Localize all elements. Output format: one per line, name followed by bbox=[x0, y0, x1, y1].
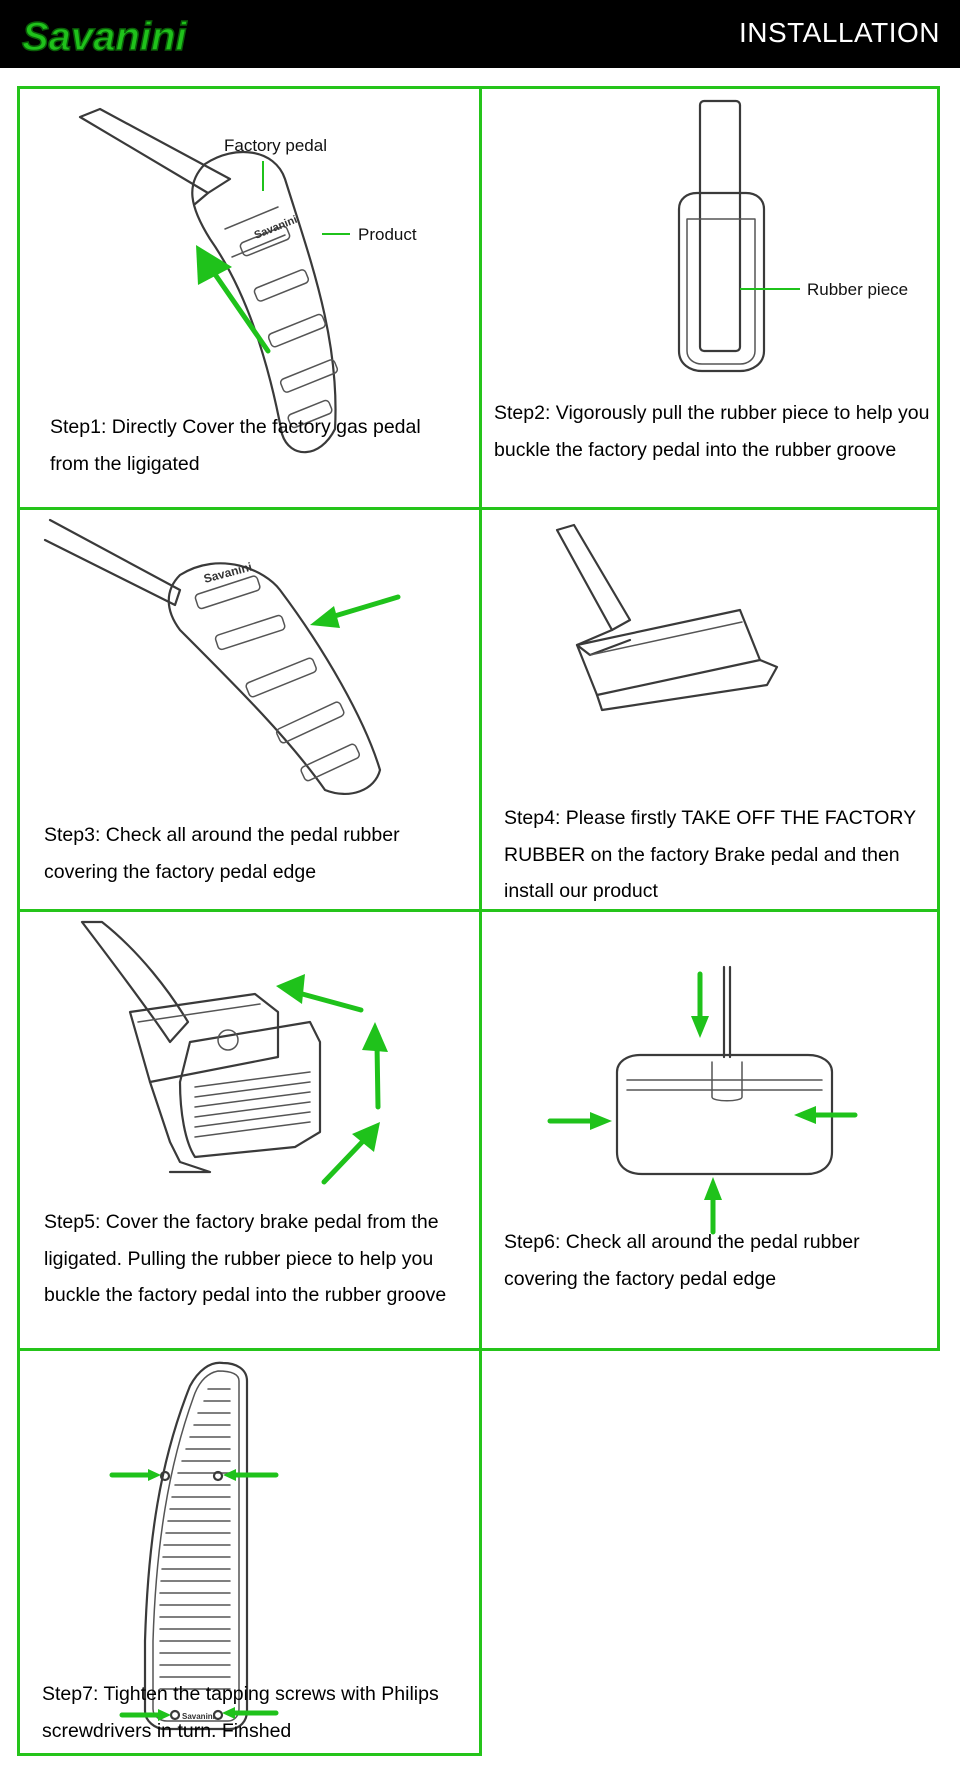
step-7-illustration: Savanini bbox=[109, 1361, 279, 1731]
step-4-text: Step4: Please firstly TAKE OFF THE FACTO… bbox=[504, 807, 916, 902]
label-factory-pedal: Factory pedal bbox=[224, 136, 327, 155]
step-3-text: Step3: Check all around the pedal rubber… bbox=[44, 824, 400, 883]
step-7-panel: Savanini Step7: Tighten the tapping scre… bbox=[17, 1348, 482, 1756]
step-4-illustration bbox=[555, 523, 779, 712]
brand-logo: Savanini bbox=[21, 14, 188, 60]
svg-text:Savanini: Savanini bbox=[182, 1712, 215, 1721]
step-3-illustration: Savanini bbox=[43, 518, 401, 795]
label-product: Product bbox=[358, 225, 417, 244]
step-5-text: Step5: Cover the factory brake pedal fro… bbox=[44, 1211, 447, 1306]
header-bar: Savanini INSTALLATION bbox=[0, 0, 960, 68]
brand-logo-text: Savanini bbox=[22, 15, 187, 59]
step-6-illustration bbox=[547, 965, 858, 1235]
step-6-panel: Step6: Check all around the pedal rubber… bbox=[479, 909, 940, 1351]
step-3-panel: Savanini Step3: Check all around the ped… bbox=[17, 507, 482, 912]
step-1-illustration: Savanini Factory pedal Product bbox=[78, 107, 417, 454]
step-1-text: Step1: Directly Cover the factory gas pe… bbox=[50, 416, 421, 475]
step-2-panel: Rubber piece Step2: Vigorously pull the … bbox=[479, 86, 940, 510]
screw-bottom-right bbox=[212, 1709, 224, 1721]
step-2-text: Step2: Vigorously pull the rubber piece … bbox=[494, 402, 930, 461]
screw-top-left bbox=[159, 1470, 171, 1482]
step-5-illustration bbox=[80, 920, 388, 1185]
screw-top-right bbox=[212, 1470, 224, 1482]
step-5-panel: Step5: Cover the factory brake pedal fro… bbox=[17, 909, 482, 1351]
step-4-panel: Step4: Please firstly TAKE OFF THE FACTO… bbox=[479, 507, 940, 912]
page-title: INSTALLATION bbox=[738, 17, 940, 48]
pedal-ridges bbox=[159, 1388, 231, 1690]
step-2-illustration: Rubber piece bbox=[677, 99, 908, 373]
step-1-panel: Savanini Factory pedal Product Step1: Di… bbox=[17, 86, 482, 510]
step-6-text: Step6: Check all around the pedal rubber… bbox=[504, 1231, 860, 1290]
label-rubber-piece: Rubber piece bbox=[807, 280, 908, 299]
step-7-text: Step7: Tighten the tapping screws with P… bbox=[42, 1683, 439, 1742]
svg-text:Savanini: Savanini bbox=[253, 214, 299, 242]
